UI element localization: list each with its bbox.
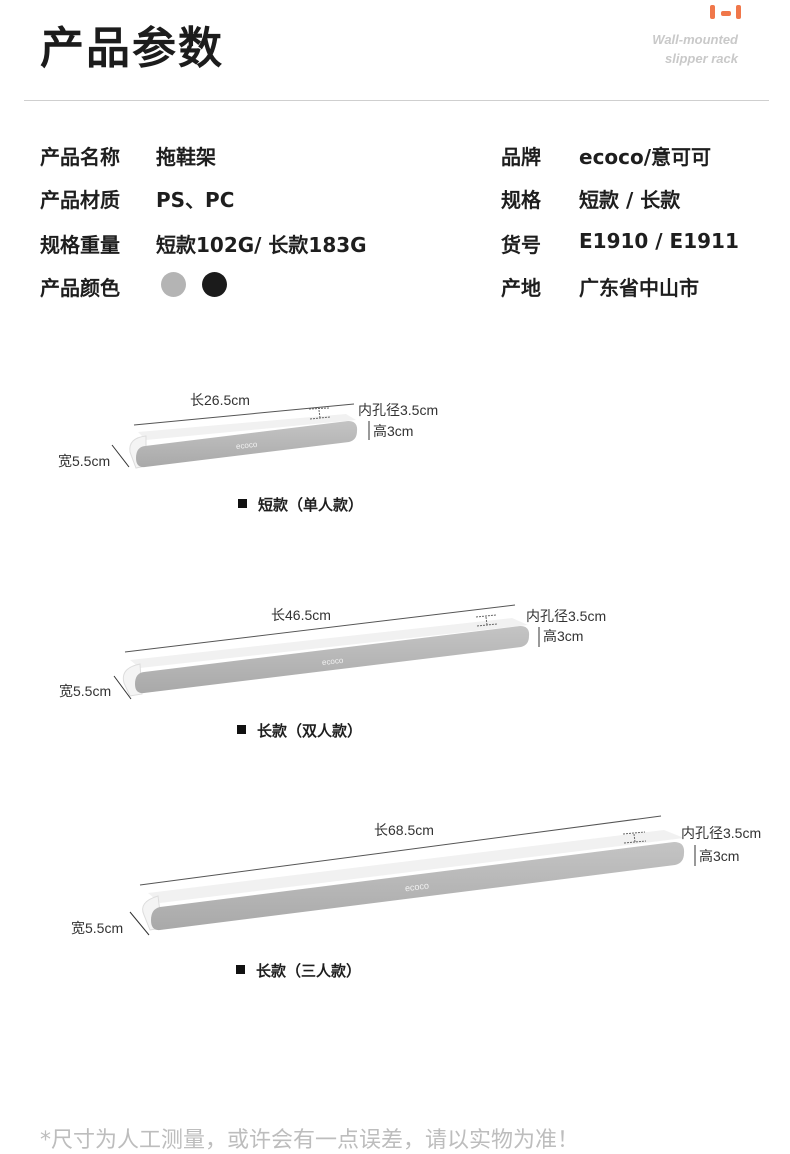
caption-short-text: 短款（单人款） [258, 496, 364, 514]
product-short-diagram: 长26.5cm 内孔径3.5cm 高3cm 宽5.5cm ecoco [58, 392, 438, 469]
brand-logo-icon [710, 5, 741, 19]
width-label: 宽5.5cm [59, 683, 111, 699]
caption-long-double-text: 长款（双人款） [257, 722, 363, 740]
header-divider [24, 100, 769, 101]
spec-name-label: 产品名称 [40, 145, 120, 169]
spec-origin-label: 产地 [501, 276, 541, 300]
caption-bullet-icon [237, 725, 246, 734]
rack-body [135, 626, 530, 694]
width-indicator [129, 911, 150, 936]
logo-bar-right [736, 5, 741, 19]
spec-origin-value: 广东省中山市 [579, 276, 699, 300]
measurement-disclaimer: *尺寸为人工测量，或许会有一点误差，请以实物为准！ [40, 1128, 580, 1153]
length-dimension-line [139, 815, 662, 886]
spec-brand-label: 品牌 [501, 145, 541, 169]
spec-size-value: 短款 / 长款 [579, 188, 681, 212]
rack-top-face [148, 830, 684, 903]
hole-indicator [622, 831, 647, 844]
caption-bullet-icon [236, 965, 245, 974]
width-label: 宽5.5cm [71, 920, 123, 936]
width-indicator [111, 444, 130, 468]
length-dimension-line [124, 604, 516, 653]
spec-weight-label: 规格重量 [40, 233, 120, 257]
spec-model-value: E1910 / E1911 [579, 229, 739, 253]
height-label: 高3cm [373, 423, 413, 439]
hole-label: 内孔径3.5cm [358, 402, 438, 418]
height-label: 高3cm [543, 628, 583, 644]
rack-top-face [138, 414, 356, 440]
subtitle-line-1: Wall-mounted [652, 32, 738, 47]
width-indicator [113, 675, 132, 700]
product-diagrams: 长26.5cm 内孔径3.5cm 高3cm 宽5.5cm ecoco 长46.5… [58, 392, 761, 936]
caption-long-double: 长款（双人款） [237, 720, 362, 741]
product-long-triple-diagram: 长68.5cm 内孔径3.5cm 高3cm 宽5.5cm ecoco [71, 815, 761, 936]
logo-bar-left [710, 5, 715, 19]
hole-label: 内孔径3.5cm [681, 825, 761, 841]
length-label: 长26.5cm [190, 392, 250, 408]
color-swatch-black [202, 272, 227, 297]
product-long-double-diagram: 长46.5cm 内孔径3.5cm 高3cm 宽5.5cm ecoco [59, 604, 606, 700]
length-label: 长46.5cm [271, 607, 331, 623]
width-label: 宽5.5cm [58, 453, 110, 469]
height-label: 高3cm [699, 848, 739, 864]
header-subtitle: Wall-mounted slipper rack [652, 30, 738, 68]
caption-long-triple: 长款（三人款） [236, 960, 361, 981]
rack-brand-mark: ecoco [236, 440, 259, 451]
hole-indicator [475, 614, 498, 627]
length-label: 长68.5cm [374, 822, 434, 838]
caption-long-triple-text: 长款（三人款） [256, 962, 362, 980]
spec-weight-value: 短款102G/ 长款183G [156, 233, 367, 257]
spec-brand-value: ecoco/意可可 [579, 145, 712, 169]
spec-name-value: 拖鞋架 [156, 145, 216, 169]
rack-body [136, 421, 358, 468]
subtitle-line-2: slipper rack [665, 51, 738, 66]
hole-indicator [308, 407, 331, 420]
caption-short: 短款（单人款） [238, 494, 363, 515]
color-swatch-gray [161, 272, 186, 297]
hole-label: 内孔径3.5cm [526, 608, 606, 624]
rack-brand-mark: ecoco [404, 880, 429, 893]
caption-bullet-icon [238, 499, 247, 508]
spec-material-label: 产品材质 [40, 188, 120, 212]
rack-top-face [130, 618, 528, 668]
spec-color-label: 产品颜色 [40, 276, 120, 300]
rack-brand-mark: ecoco [322, 656, 345, 667]
spec-size-label: 规格 [501, 188, 541, 212]
length-dimension-line [133, 403, 355, 426]
logo-bar-middle [721, 11, 731, 16]
rack-body [151, 842, 685, 931]
spec-material-value: PS、PC [156, 188, 235, 212]
page-title: 产品参数 [40, 23, 224, 74]
spec-model-label: 货号 [501, 233, 541, 257]
